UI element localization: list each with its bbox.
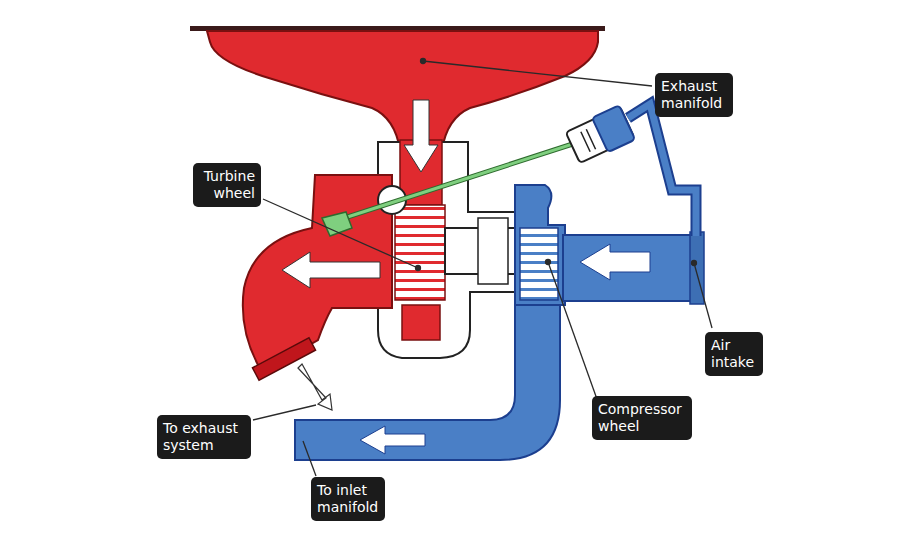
inflow-arrow (404, 100, 438, 172)
exhaust-out-arrow (298, 364, 332, 410)
boost-arrow (360, 426, 425, 454)
compressor-wheel (520, 228, 558, 300)
callout-label: Turbine wheel (193, 163, 261, 207)
actuator-hose-outline (628, 104, 696, 236)
turbine-outlet (243, 175, 392, 372)
label-text: Exhaust manifold (661, 78, 727, 112)
callout-label: Compressor wheel (592, 396, 692, 440)
exhaust-manifold (207, 31, 598, 150)
label-text: To exhaust system (163, 420, 245, 454)
label-text: Compressor wheel (598, 401, 686, 435)
actuator-hose (628, 104, 696, 236)
callout-label: To exhaust system (157, 415, 251, 459)
turbine-wheel (395, 205, 445, 300)
callout-label: To inlet manifold (311, 477, 385, 521)
label-text: To inlet manifold (317, 482, 379, 516)
actuator-rod-outline (332, 140, 585, 222)
bearing (478, 218, 508, 284)
actuator-canister (565, 105, 635, 165)
intake-pipe (563, 235, 703, 301)
label-text: Air intake (711, 337, 757, 371)
leader-lines (253, 59, 712, 477)
intake-arrow (580, 244, 650, 280)
boost-pipe (295, 300, 560, 460)
actuator-rod (332, 140, 585, 222)
exhaust-flow-arrow (282, 252, 380, 288)
callout-label: Exhaust manifold (655, 73, 733, 117)
housing-foot (402, 305, 440, 340)
callout-label: Air intake (705, 332, 763, 376)
label-text: Turbine wheel (199, 168, 255, 202)
